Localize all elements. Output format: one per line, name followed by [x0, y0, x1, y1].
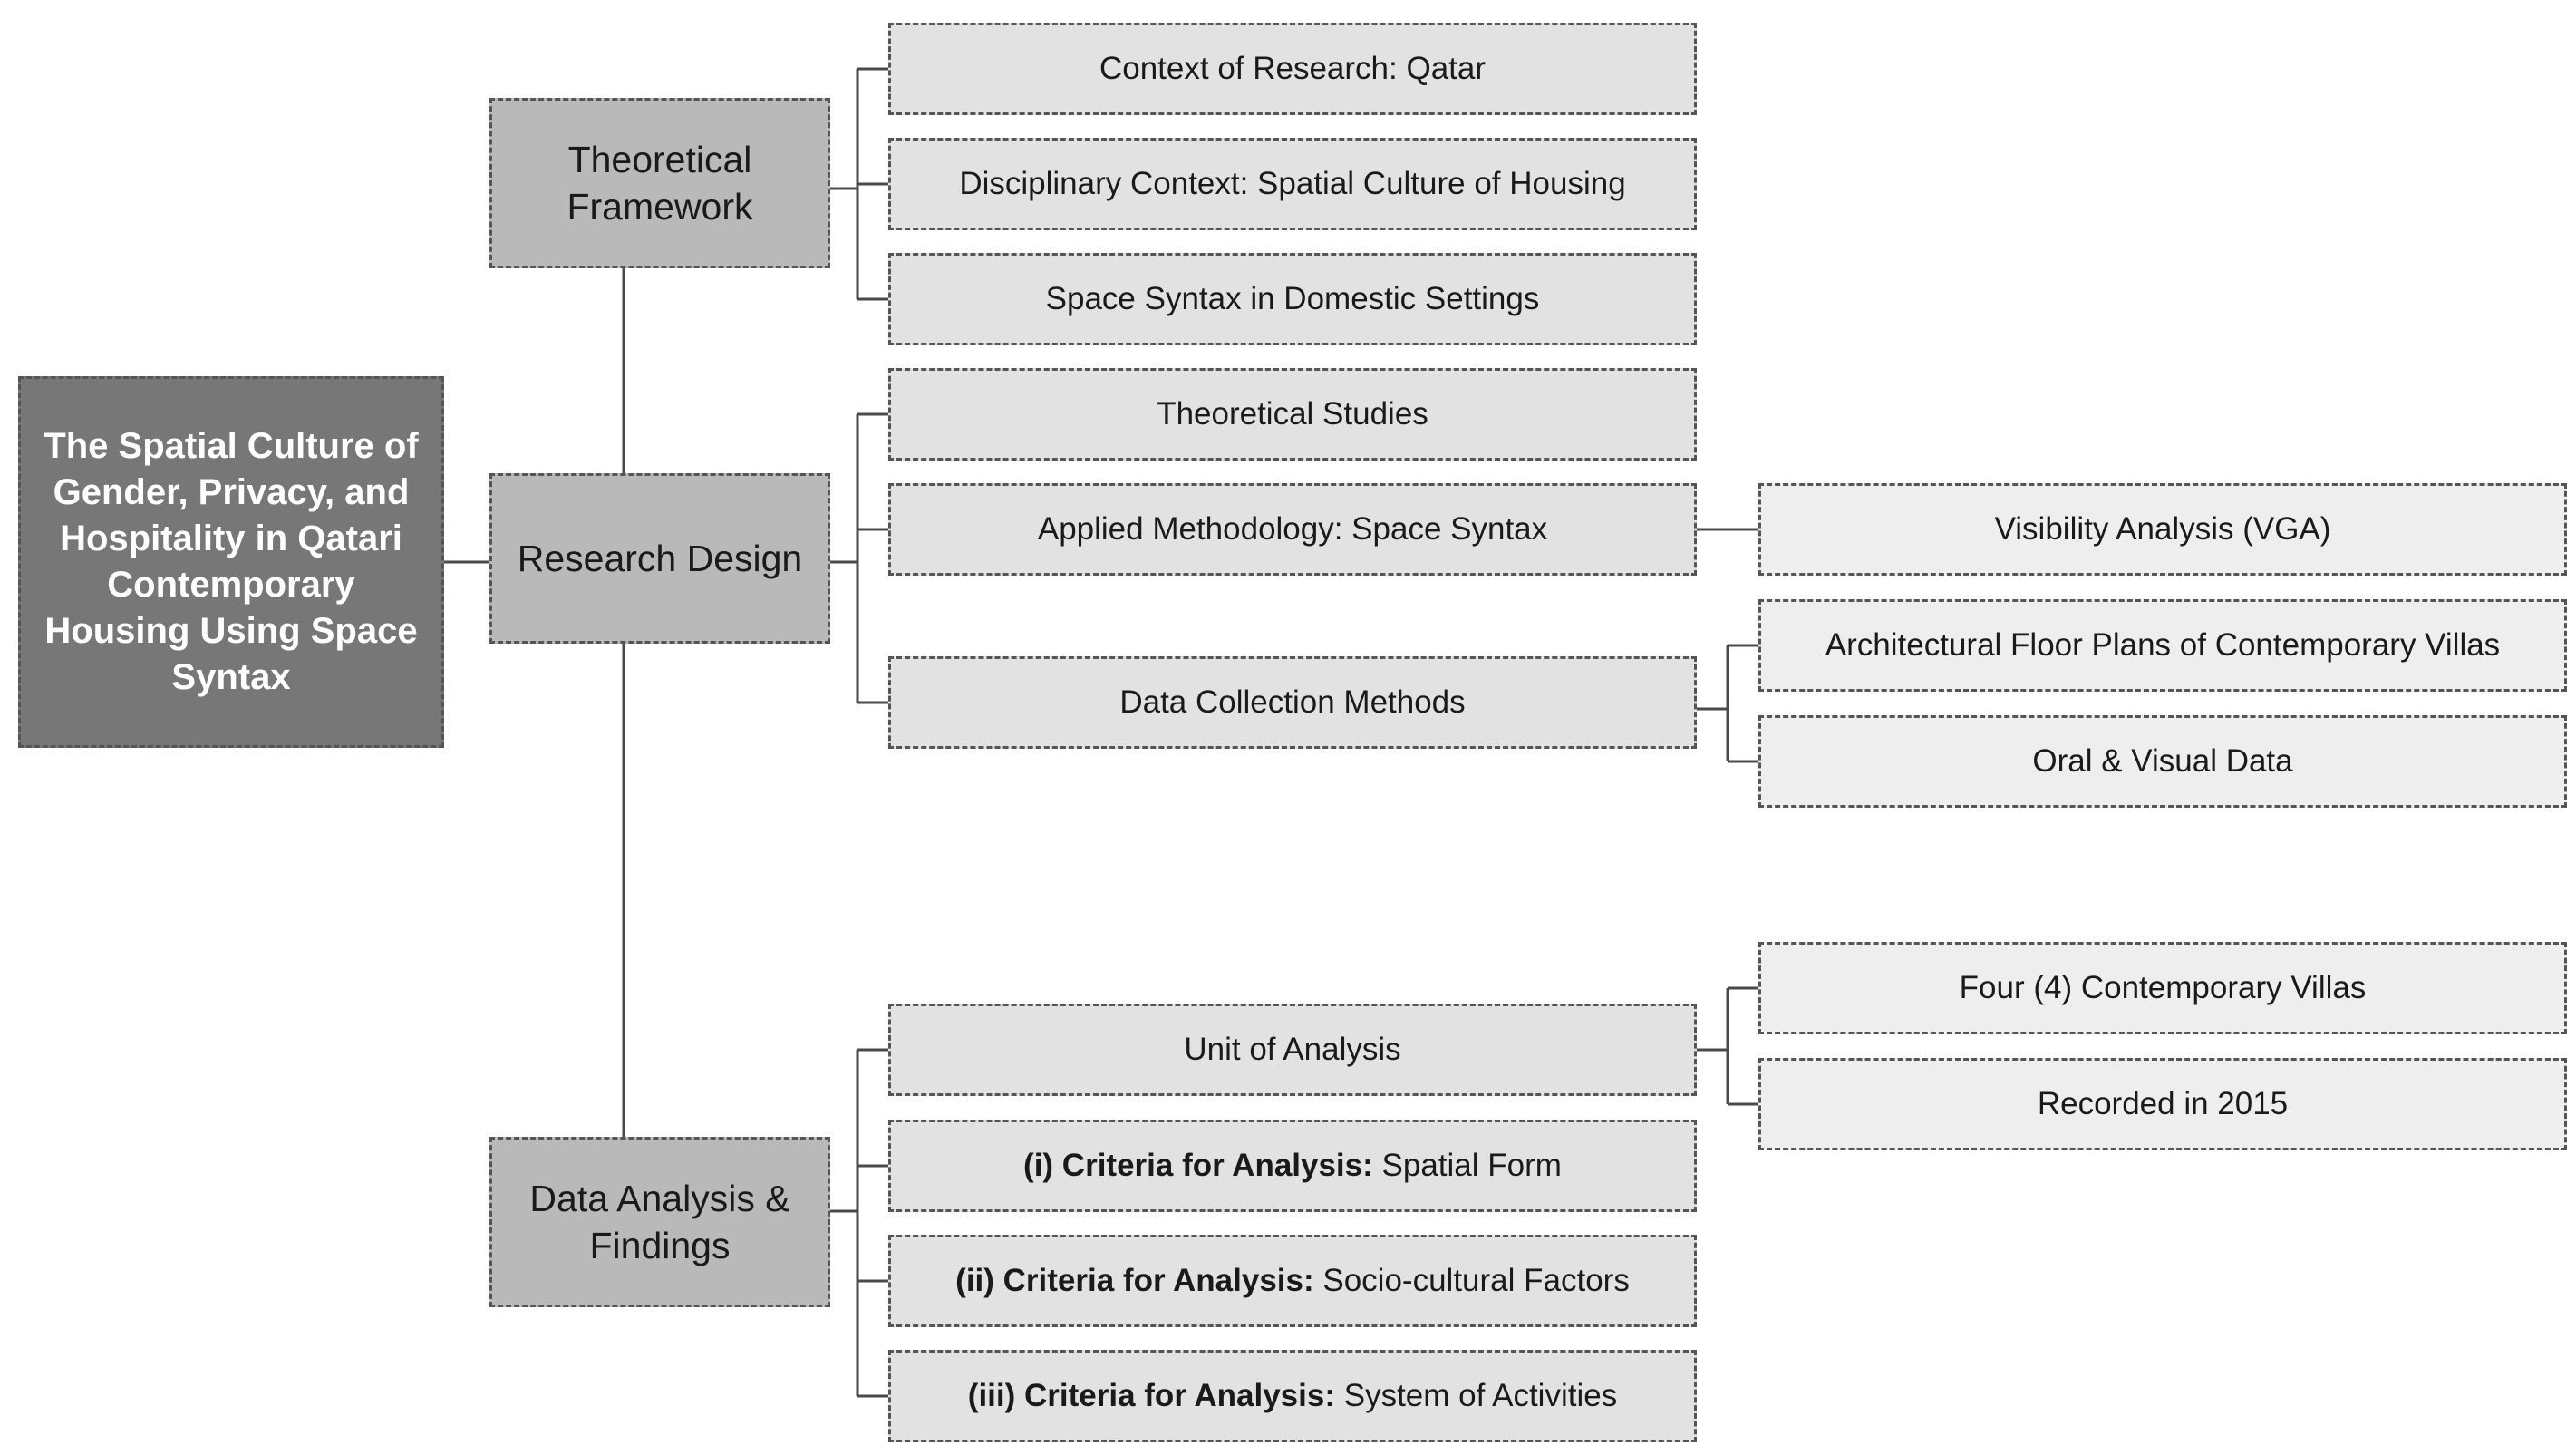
node-four-contemporary-villas-label: Four (4) Contemporary Villas	[1959, 970, 2367, 1005]
node-oral-visual-data-label: Oral & Visual Data	[2032, 743, 2293, 779]
node-research-design-label: Research Design	[517, 538, 803, 579]
node-criteria-socio-cultural-prefix: (ii) Criteria for Analysis:	[955, 1263, 1314, 1298]
node-theoretical-studies-label: Theoretical Studies	[1157, 396, 1428, 432]
node-criteria-spatial-form-prefix: (i) Criteria for Analysis:	[1023, 1148, 1373, 1183]
node-data-collection-methods: Data Collection Methods	[888, 656, 1697, 749]
node-unit-of-analysis: Unit of Analysis	[888, 1004, 1697, 1096]
node-oral-visual-data: Oral & Visual Data	[1758, 715, 2567, 808]
node-research-design: Research Design	[489, 473, 830, 644]
root-node-label: The Spatial Culture of Gender, Privacy, …	[44, 426, 419, 697]
node-theoretical-studies: Theoretical Studies	[888, 368, 1697, 461]
node-recorded-in-2015-label: Recorded in 2015	[2037, 1086, 2289, 1121]
node-visibility-analysis-label: Visibility Analysis (VGA)	[1994, 511, 2331, 547]
node-data-collection-methods-label: Data Collection Methods	[1119, 684, 1466, 720]
node-criteria-system-of-activities-text: System of Activities	[1343, 1378, 1618, 1413]
node-criteria-socio-cultural: (ii) Criteria for Analysis: Socio-cultur…	[888, 1235, 1697, 1327]
node-unit-of-analysis-label: Unit of Analysis	[1184, 1032, 1401, 1067]
node-criteria-spatial-form-text: Spatial Form	[1381, 1148, 1562, 1183]
node-space-syntax-domestic-label: Space Syntax in Domestic Settings	[1045, 281, 1540, 316]
node-criteria-spatial-form: (i) Criteria for Analysis: Spatial Form	[888, 1120, 1697, 1212]
node-theoretical-framework: Theoretical Framework	[489, 98, 830, 268]
node-recorded-in-2015: Recorded in 2015	[1758, 1058, 2567, 1150]
node-architectural-floor-plans-label: Architectural Floor Plans of Contemporar…	[1825, 627, 2501, 663]
node-architectural-floor-plans: Architectural Floor Plans of Contemporar…	[1758, 599, 2567, 692]
node-context-of-research: Context of Research: Qatar	[888, 23, 1697, 115]
node-visibility-analysis: Visibility Analysis (VGA)	[1758, 483, 2567, 576]
node-criteria-system-of-activities: (iii) Criteria for Analysis: System of A…	[888, 1350, 1697, 1442]
root-node: The Spatial Culture of Gender, Privacy, …	[18, 376, 444, 748]
node-disciplinary-context: Disciplinary Context: Spatial Culture of…	[888, 138, 1697, 230]
node-space-syntax-domestic: Space Syntax in Domestic Settings	[888, 253, 1697, 345]
node-disciplinary-context-label: Disciplinary Context: Spatial Culture of…	[959, 166, 1626, 201]
node-applied-methodology-label: Applied Methodology: Space Syntax	[1037, 511, 1548, 547]
node-criteria-socio-cultural-text: Socio-cultural Factors	[1322, 1263, 1630, 1298]
node-theoretical-framework-label: Theoretical Framework	[567, 139, 753, 228]
node-criteria-system-of-activities-prefix: (iii) Criteria for Analysis:	[967, 1378, 1335, 1413]
node-context-of-research-label: Context of Research: Qatar	[1099, 51, 1487, 86]
node-applied-methodology: Applied Methodology: Space Syntax	[888, 483, 1697, 576]
node-four-contemporary-villas: Four (4) Contemporary Villas	[1758, 942, 2567, 1034]
node-data-analysis-findings: Data Analysis & Findings	[489, 1137, 830, 1307]
node-data-analysis-findings-label: Data Analysis & Findings	[529, 1178, 790, 1266]
